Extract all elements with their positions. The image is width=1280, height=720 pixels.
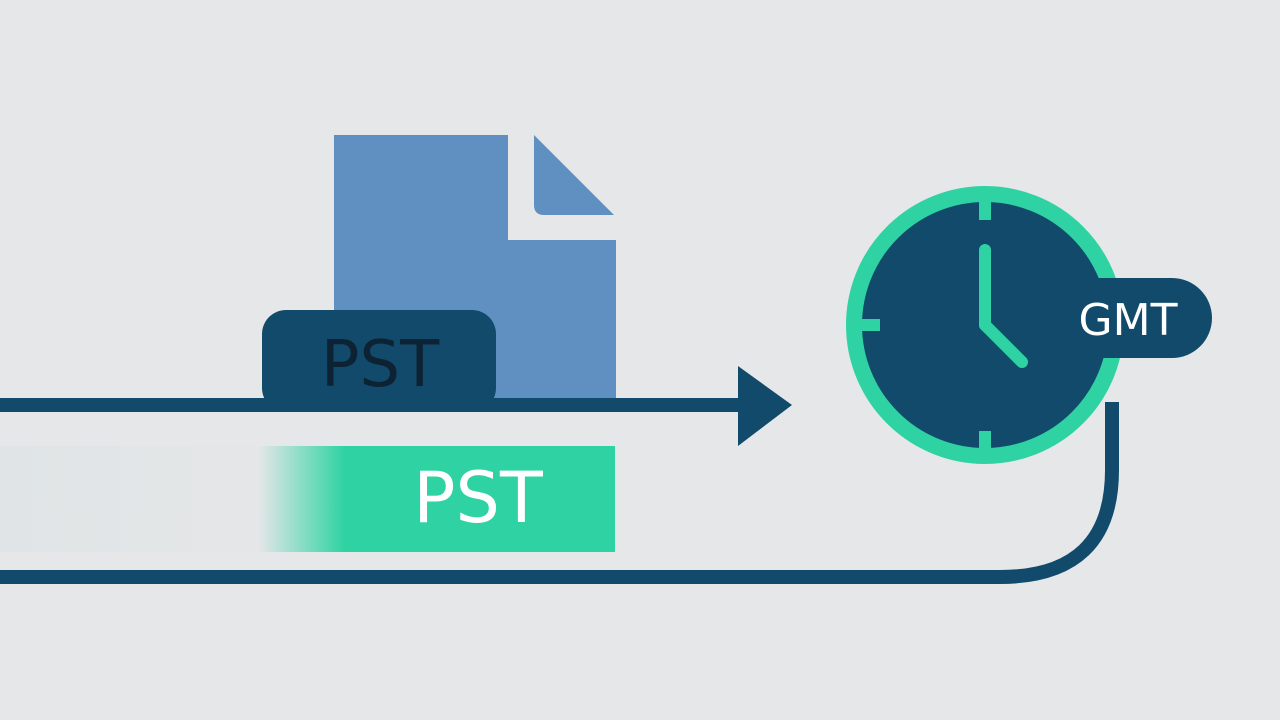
source-badge	[262, 310, 496, 412]
converted-bar	[0, 446, 615, 552]
clock-badge	[1050, 278, 1212, 358]
clock-icon	[846, 186, 1124, 464]
converted-bar-label: PST	[413, 457, 543, 539]
clock-badge-label: GMT	[1079, 295, 1178, 346]
source-badge-label: PST	[321, 328, 440, 402]
return-line	[0, 402, 1119, 584]
